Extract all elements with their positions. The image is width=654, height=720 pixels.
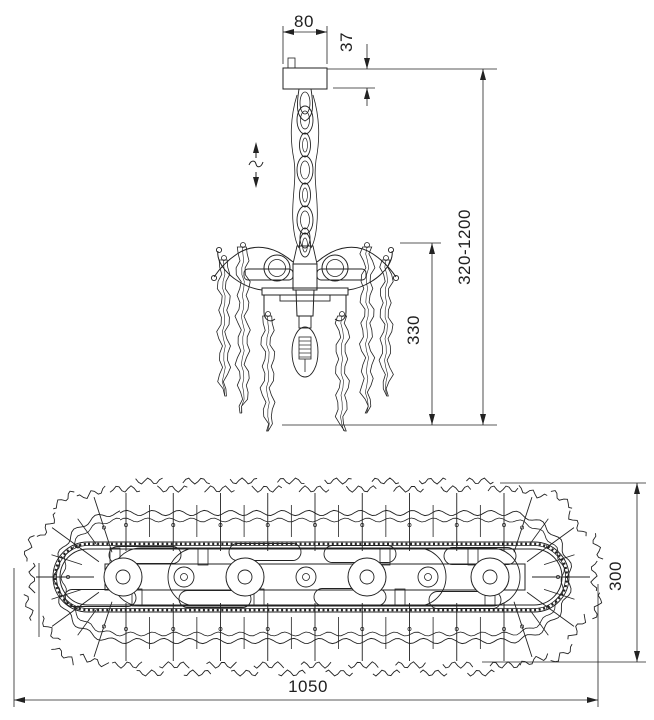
dim-canopy-width-label: 80 bbox=[294, 12, 314, 31]
plan-view bbox=[23, 477, 604, 677]
dim-hanging-range-label: 320-1200 bbox=[455, 209, 474, 285]
height-adjustable-icon bbox=[248, 142, 264, 188]
dim-length-label: 1050 bbox=[288, 677, 328, 696]
front-view bbox=[210, 57, 400, 432]
dim-width-label: 300 bbox=[606, 561, 625, 591]
dim-fixture-height-label: 330 bbox=[404, 315, 423, 345]
dim-canopy-height-label: 37 bbox=[337, 32, 356, 52]
dimension-lines bbox=[13, 26, 646, 707]
